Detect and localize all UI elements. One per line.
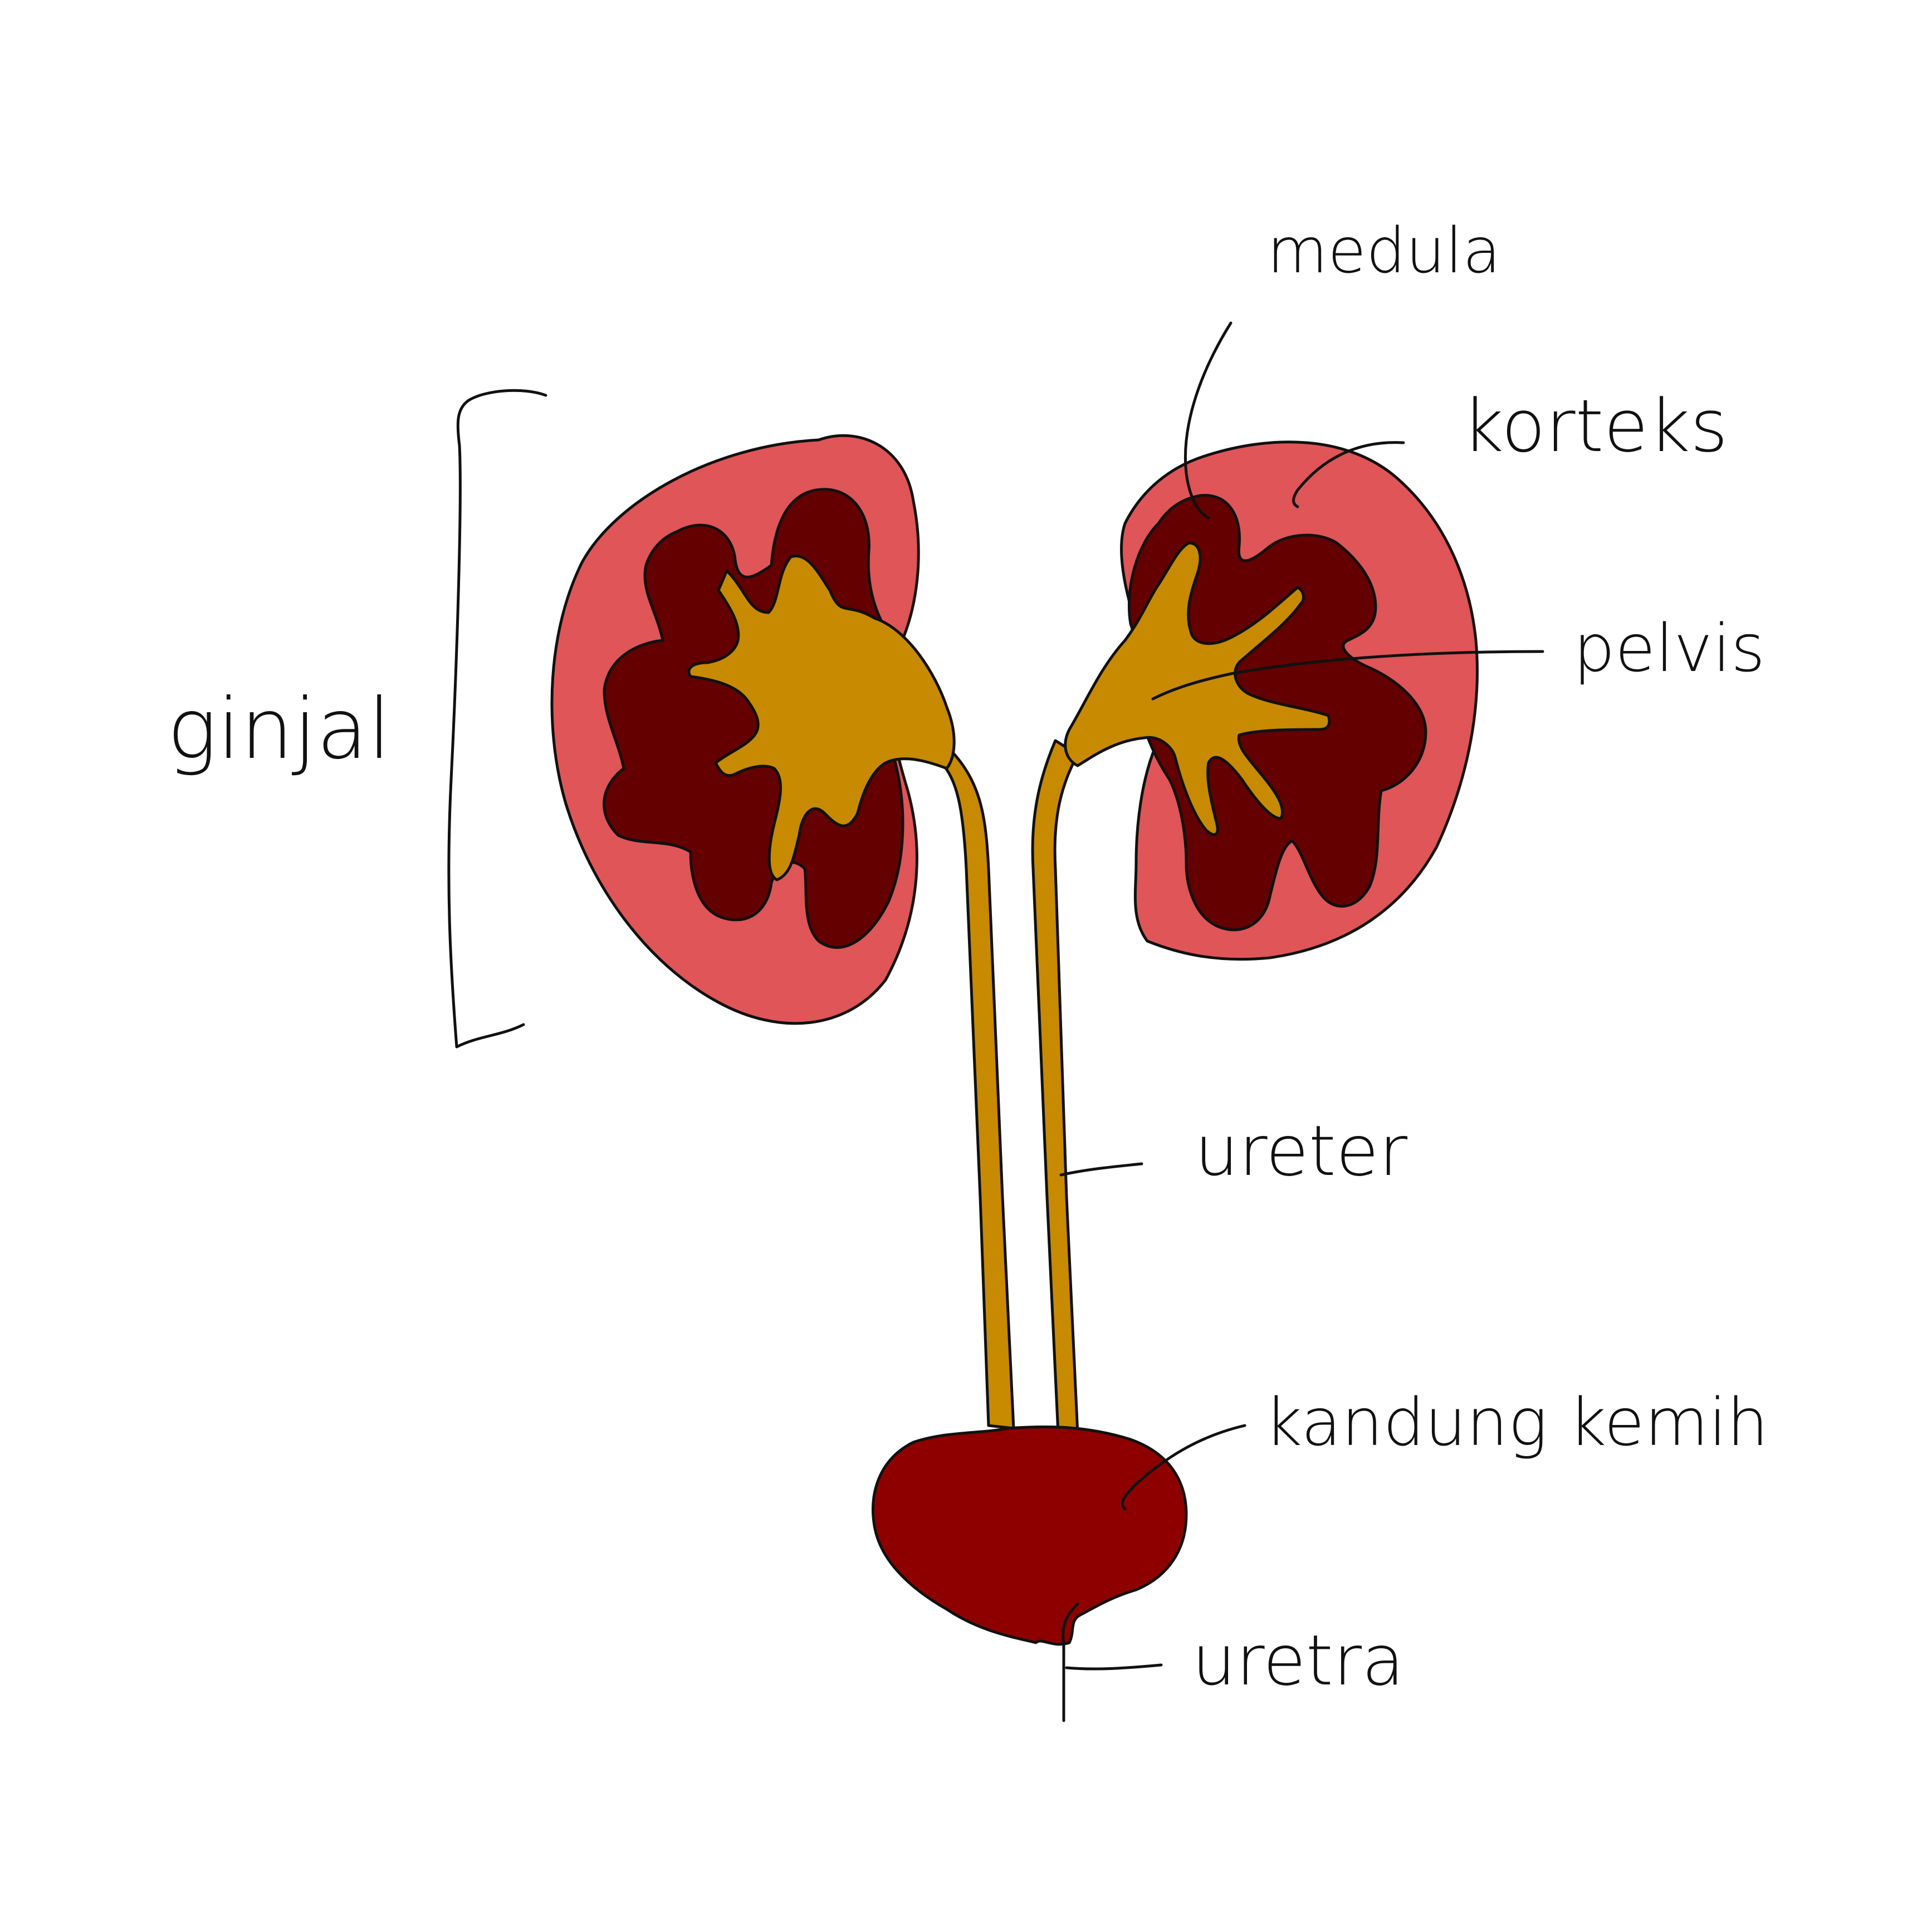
kandung-kemih-leader: [1121, 1424, 1246, 1511]
ginjal-label: ginjal: [167, 681, 392, 778]
ureter-label: ureter: [1195, 1111, 1408, 1192]
left-ureter: [940, 745, 1015, 1430]
ginjal-bracket: [447, 389, 547, 1049]
kandung-kemih-label: kandung kemih: [1264, 1384, 1769, 1461]
medula-leader: [1183, 321, 1232, 520]
ureter-leader: [1059, 1162, 1143, 1177]
right-ureter: [1031, 739, 1079, 1436]
uretra-leader: [1065, 1663, 1163, 1671]
korteks-leader: [1292, 441, 1405, 508]
urethra: [1062, 1602, 1079, 1722]
left-kidney-pelvis: [687, 554, 956, 881]
pelvis-label: pelvis: [1573, 610, 1765, 687]
right-kidney-pelvis: [1064, 541, 1331, 836]
pelvis-leader: [1151, 650, 1544, 701]
medula-label: medula: [1267, 215, 1501, 287]
uretra-label: uretra: [1192, 1620, 1405, 1701]
korteks-label: korteks: [1462, 384, 1728, 468]
bladder: [872, 1425, 1188, 1646]
